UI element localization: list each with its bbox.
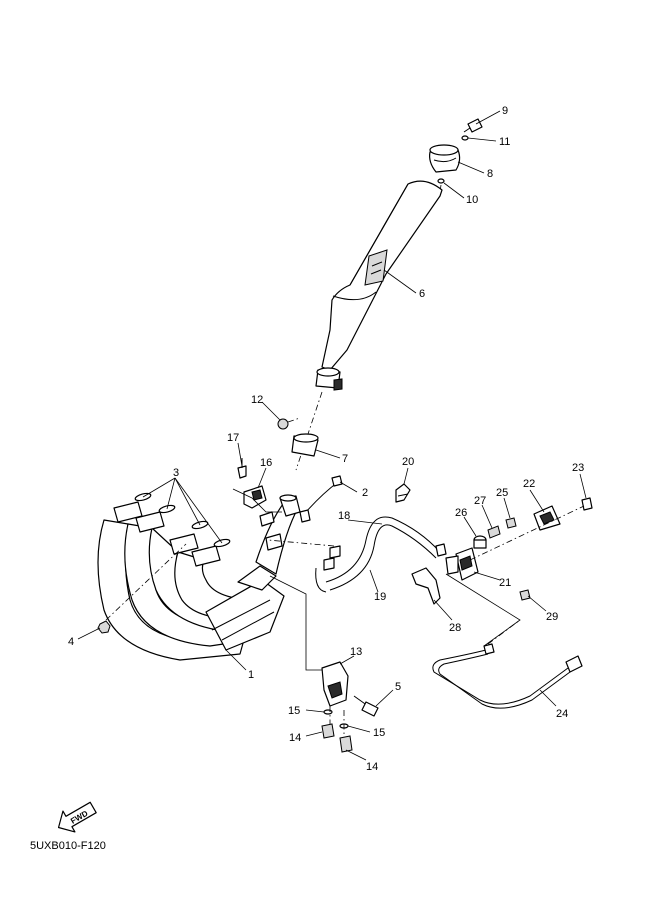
part-cable-18[interactable] [325, 516, 447, 591]
part-bolt-9[interactable] [463, 118, 483, 133]
callout-3: 3 [173, 467, 179, 479]
callout-29: 29 [546, 611, 558, 623]
part-sensor-16[interactable] [243, 485, 267, 509]
callout-labels: 9 11 8 10 6 12 17 7 16 20 23 3 22 2 25 2… [68, 105, 584, 773]
part-sensor-17[interactable] [237, 458, 247, 479]
part-exhaust-header[interactable] [97, 494, 301, 661]
callout-12: 12 [251, 394, 263, 406]
callout-8: 8 [487, 168, 493, 180]
callout-26: 26 [455, 507, 467, 519]
callout-7: 7 [342, 453, 348, 465]
part-bolt-23[interactable] [581, 497, 593, 511]
part-collar-26[interactable] [473, 535, 487, 549]
callout-20: 20 [402, 456, 414, 468]
callout-19: 19 [374, 591, 386, 603]
part-bolt-5[interactable] [353, 695, 379, 717]
callout-25: 25 [496, 487, 508, 499]
part-washer-11[interactable] [461, 135, 469, 141]
part-cable-19[interactable] [315, 545, 341, 593]
part-washer-15a[interactable] [323, 709, 333, 715]
callout-15a: 15 [288, 705, 300, 717]
part-muffler[interactable] [315, 180, 443, 391]
callout-14a: 14 [289, 732, 301, 744]
part-lead-wire-24[interactable] [432, 643, 583, 709]
callout-1: 1 [248, 669, 254, 681]
part-bolt-25[interactable] [505, 517, 517, 529]
part-nut-4[interactable] [97, 620, 111, 634]
callout-6: 6 [419, 288, 425, 300]
part-grommet-27[interactable] [487, 525, 501, 539]
part-bolt-12[interactable] [277, 417, 301, 430]
fwd-arrow-icon: FWD [57, 801, 97, 833]
part-bracket-20[interactable] [395, 483, 411, 503]
part-end-cap[interactable] [429, 144, 461, 173]
callout-14b: 14 [366, 761, 378, 773]
part-servo-21[interactable] [445, 547, 479, 581]
leader-lines [77, 110, 587, 761]
callout-23: 23 [572, 462, 584, 474]
callout-5: 5 [395, 681, 401, 693]
callout-16: 16 [260, 457, 272, 469]
part-cable-2[interactable] [299, 475, 343, 523]
callout-21: 21 [499, 577, 511, 589]
callout-22: 22 [523, 478, 535, 490]
part-gasket-7[interactable] [291, 433, 319, 457]
callout-28: 28 [449, 622, 461, 634]
diagram-code: 5UXB010-F120 [30, 840, 106, 852]
callout-15b: 15 [373, 727, 385, 739]
callout-4: 4 [68, 636, 74, 648]
callout-13: 13 [350, 646, 362, 658]
part-bolt-29[interactable] [519, 589, 531, 601]
part-bracket-22[interactable] [533, 505, 561, 531]
callout-18: 18 [338, 510, 350, 522]
callout-2: 2 [362, 487, 368, 499]
callout-27: 27 [474, 495, 486, 507]
callout-10: 10 [466, 194, 478, 206]
part-bolt-14b[interactable] [339, 735, 353, 753]
part-bolt-14a[interactable] [321, 723, 335, 739]
callout-17: 17 [227, 432, 239, 444]
callout-9: 9 [502, 105, 508, 117]
part-bracket-13[interactable] [321, 661, 349, 707]
part-washer-10[interactable] [437, 178, 445, 184]
callout-11: 11 [499, 136, 510, 148]
callout-24: 24 [556, 708, 568, 720]
part-bracket-28[interactable] [411, 567, 441, 605]
